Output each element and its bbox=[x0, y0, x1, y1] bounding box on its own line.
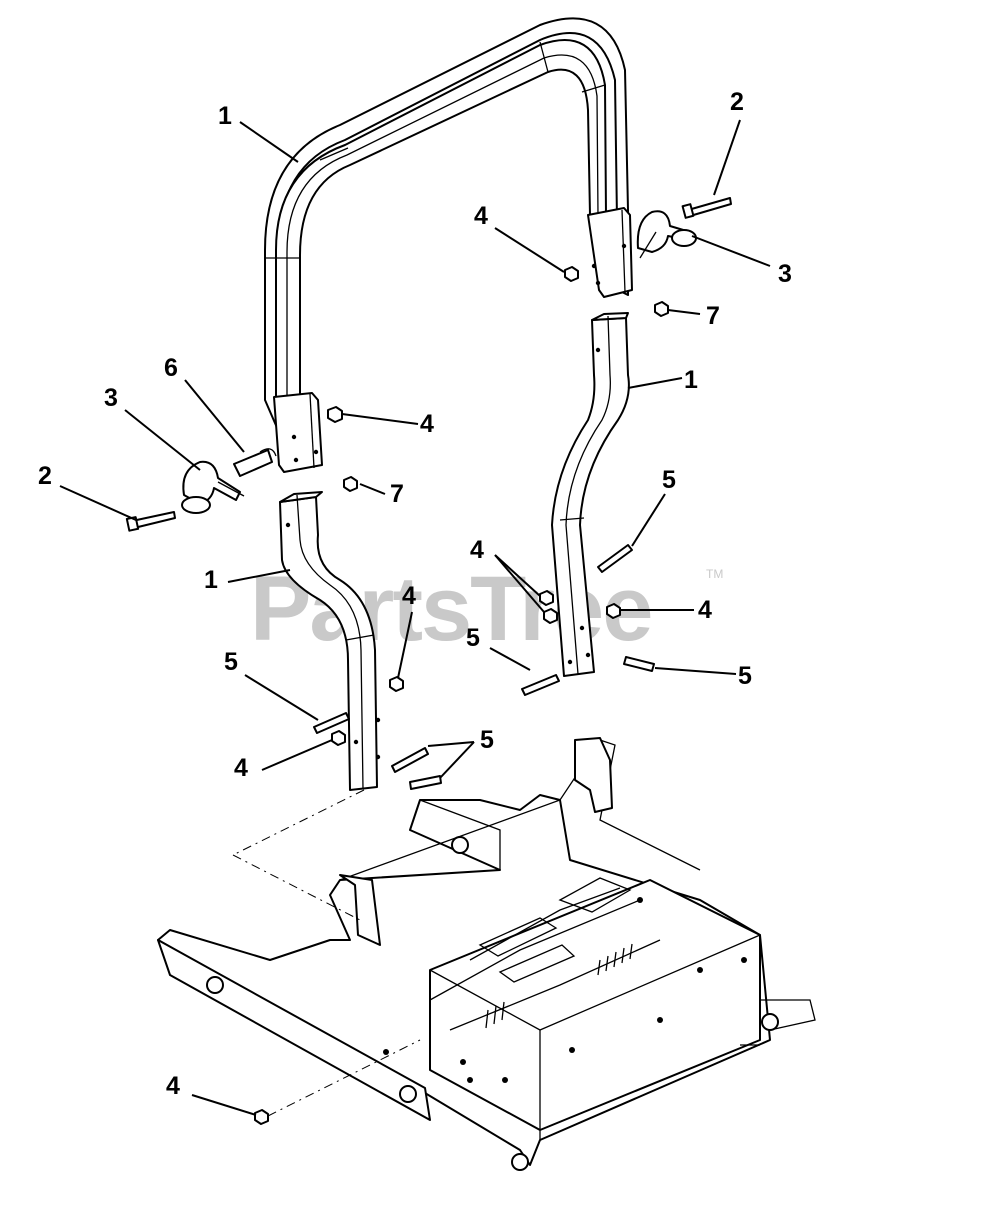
callout-1-right-post: 1 bbox=[684, 366, 698, 394]
callout-7-left-nut: 7 bbox=[390, 480, 404, 508]
rops-left-post bbox=[279, 491, 381, 791]
watermark-trademark: TM bbox=[706, 567, 723, 581]
mower-chassis bbox=[157, 737, 816, 1171]
rops-upper-hoop bbox=[264, 17, 633, 473]
callout-4-left-post-upper-nut: 4 bbox=[402, 582, 416, 610]
callout-5-right-upper-bolt: 5 bbox=[662, 466, 676, 494]
callout-4-right-post-nuts: 4 bbox=[470, 536, 484, 564]
alignment-lines bbox=[232, 789, 421, 1117]
callout-4-left-post-lower-nut: 4 bbox=[234, 754, 248, 782]
callout-7-right-nut: 7 bbox=[706, 302, 720, 330]
callout-3-right-pin: 3 bbox=[778, 260, 792, 288]
callout-4-frame-nut: 4 bbox=[166, 1072, 180, 1100]
callout-labels: 1 2 4 3 7 1 4 6 3 2 7 1 5 4 4 4 5 5 5 5 … bbox=[38, 88, 792, 1100]
callout-2-left-bolt: 2 bbox=[38, 462, 52, 490]
callout-4-left-sleeve-nut: 4 bbox=[420, 410, 434, 438]
callout-6-clip: 6 bbox=[164, 354, 178, 382]
leader-lines bbox=[59, 119, 771, 1116]
callout-4-right-sleeve-nut: 4 bbox=[474, 202, 488, 230]
callout-3-left-pin: 3 bbox=[104, 384, 118, 412]
callout-1-upper-hoop: 1 bbox=[218, 102, 232, 130]
callout-5-right-outer-bolt: 5 bbox=[738, 662, 752, 690]
hardware bbox=[125, 197, 732, 1125]
callout-5-right-lower-bolt: 5 bbox=[466, 624, 480, 652]
callout-1-left-post: 1 bbox=[204, 566, 218, 594]
callout-5-left-lower-bolts: 5 bbox=[480, 726, 494, 754]
callout-4-right-post-outer-nut: 4 bbox=[698, 596, 712, 624]
callout-5-left-upper-bolt: 5 bbox=[224, 648, 238, 676]
callout-2-right-bolt: 2 bbox=[730, 88, 744, 116]
rops-right-post bbox=[551, 312, 630, 677]
